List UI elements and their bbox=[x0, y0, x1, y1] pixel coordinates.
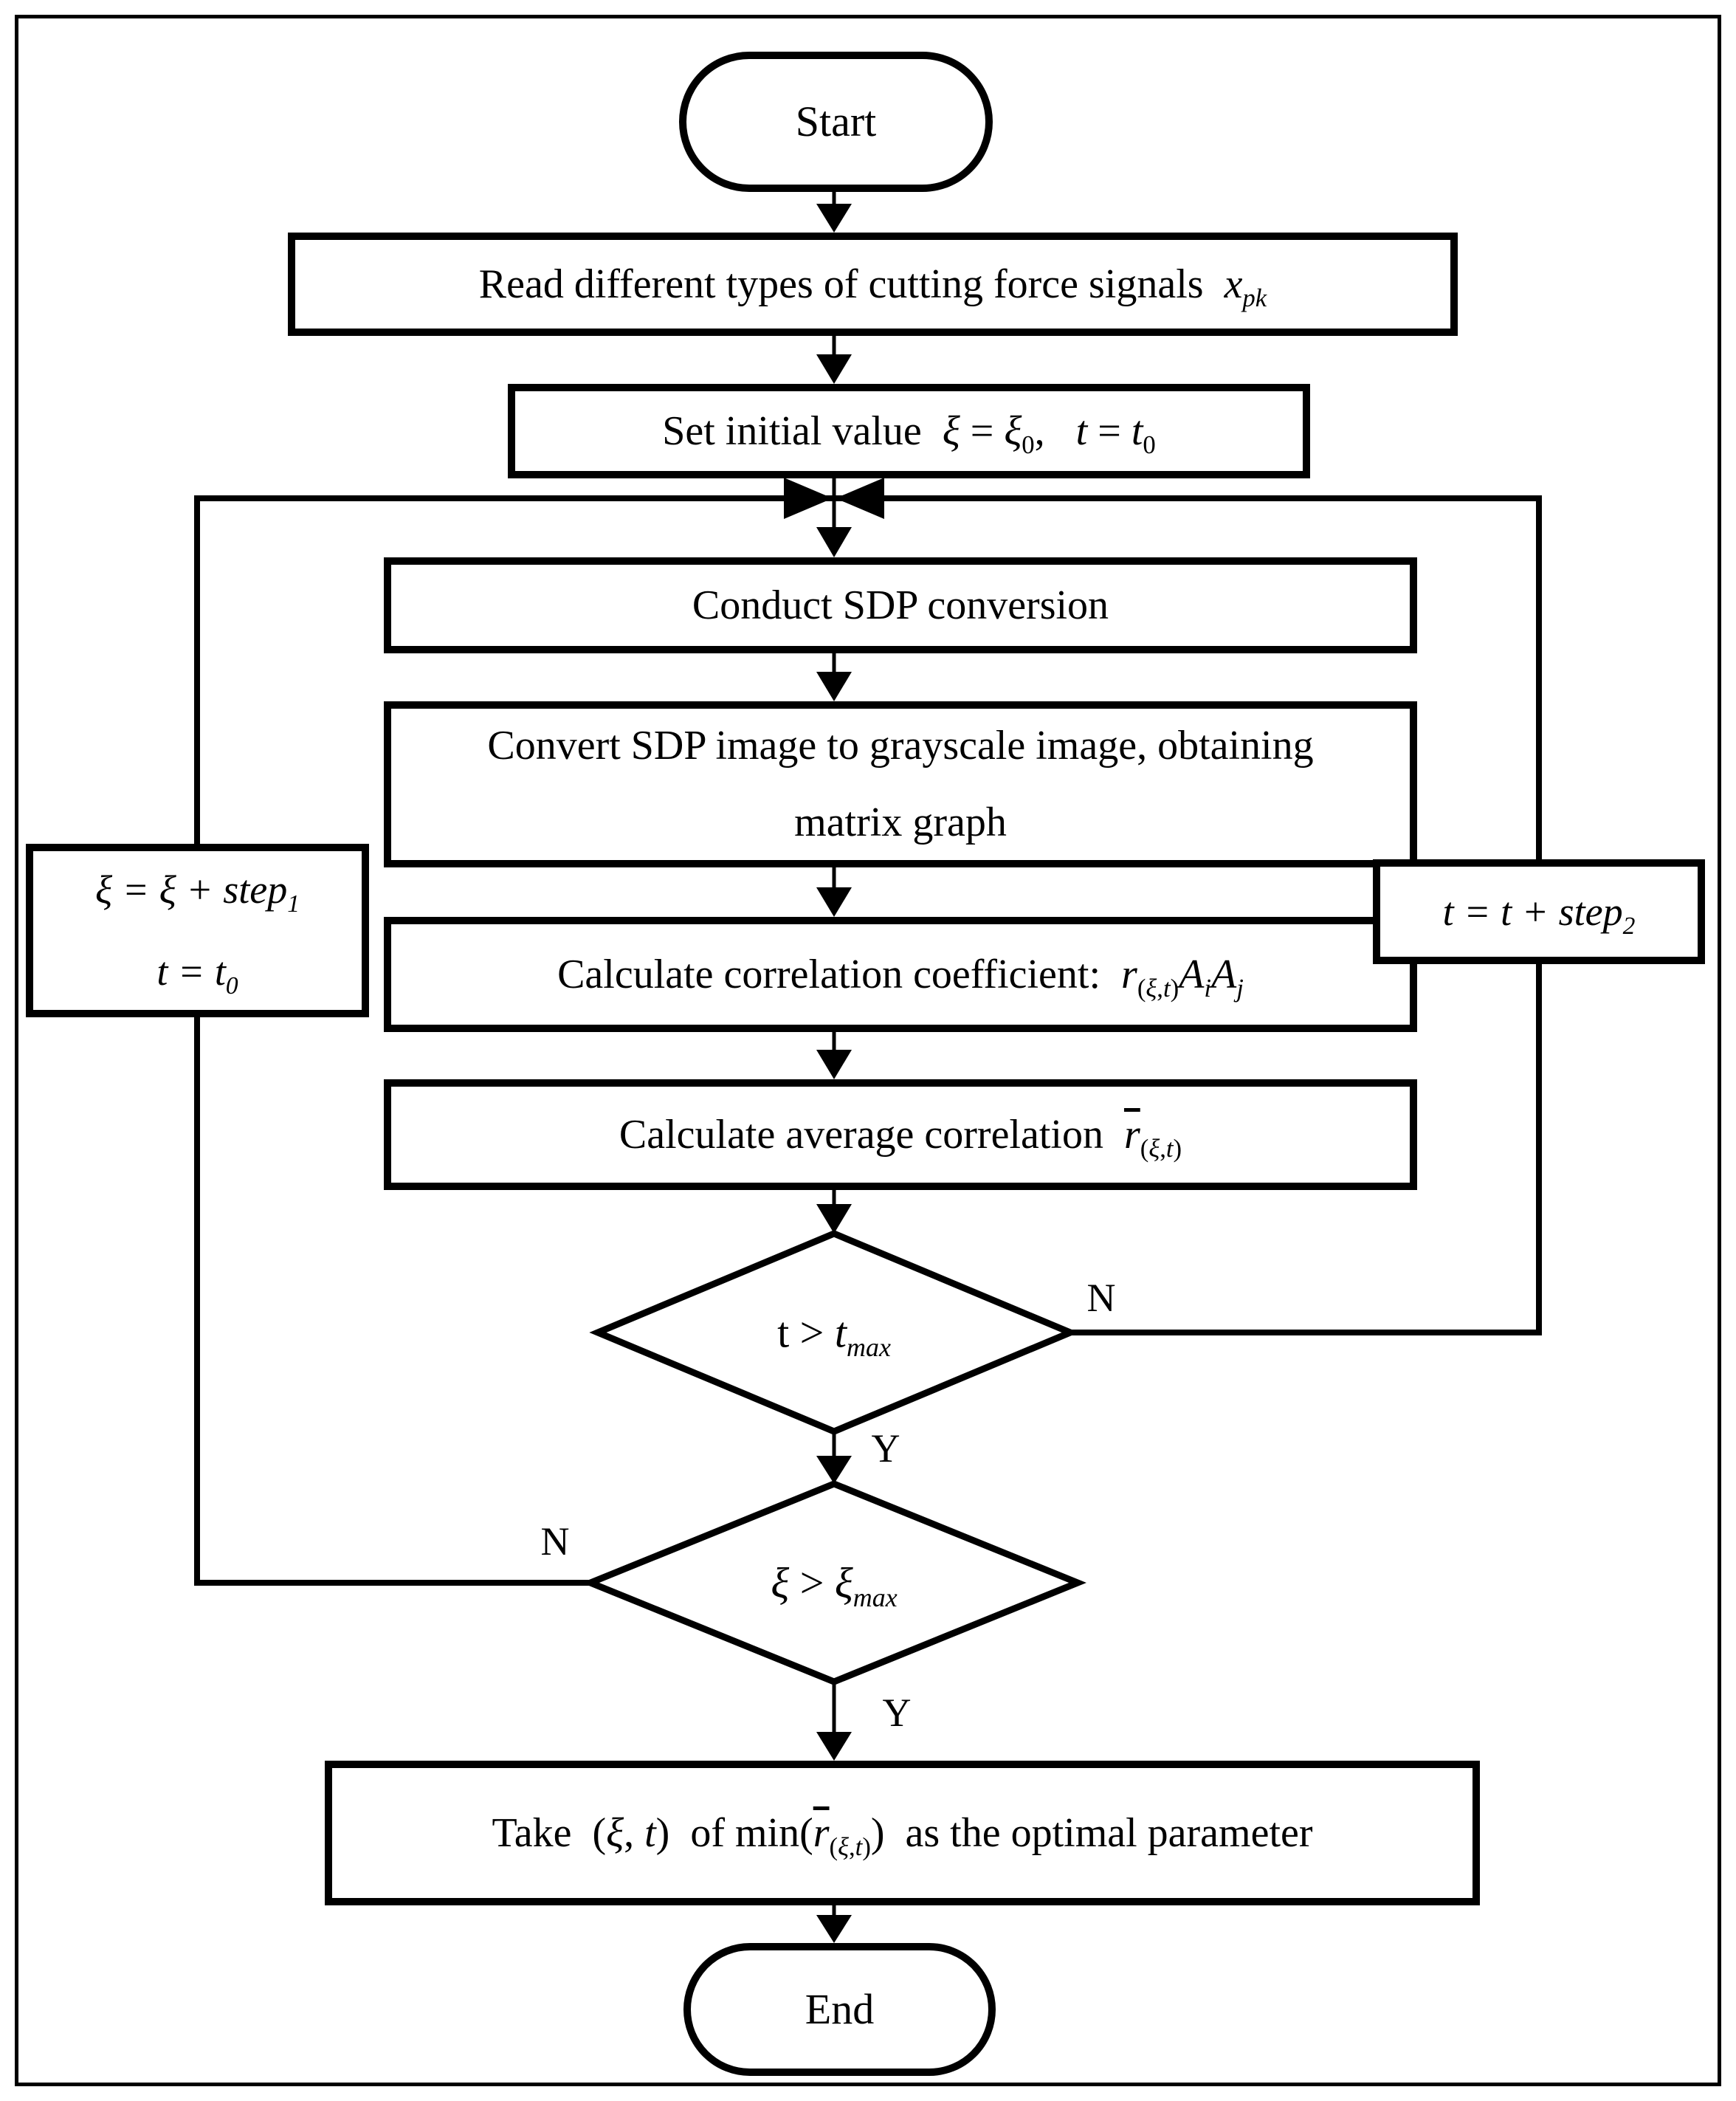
decision-xi-yes-label: Y bbox=[882, 1691, 912, 1735]
update-t-label: t = t + step2 bbox=[1442, 889, 1636, 940]
arrowhead-read-set bbox=[816, 354, 852, 384]
calc-correlation-label: Calculate correlation coefficient: r(ξ,t… bbox=[557, 952, 1244, 1003]
start-label: Start bbox=[795, 97, 877, 145]
decision-xi-no-label: N bbox=[540, 1519, 570, 1564]
arrowhead-junction-left bbox=[784, 478, 833, 519]
arrowhead-yes-branch-t bbox=[816, 1456, 852, 1484]
decision-t-yes-label: Y bbox=[871, 1426, 900, 1471]
conduct-sdp-node: Conduct SDP conversion bbox=[384, 557, 1417, 653]
figure-border bbox=[15, 15, 1721, 2086]
end-node: End bbox=[683, 1943, 996, 2076]
read-signals-label: Read different types of cutting force si… bbox=[478, 261, 1267, 313]
decision-xi-label: ξ > ξmax bbox=[771, 1558, 898, 1613]
arrowhead-start-read bbox=[816, 204, 852, 233]
update-xi-node: ξ = ξ + step1 t = t0 bbox=[26, 844, 369, 1017]
arrowhead-corr-avg bbox=[816, 1050, 852, 1079]
edge-no-branch-xi-feedback bbox=[194, 495, 833, 1586]
convert-grayscale-label: Convert SDP image to grayscale image, ob… bbox=[487, 722, 1314, 845]
end-label: End bbox=[805, 1984, 875, 2033]
update-xi-line2: t = t0 bbox=[156, 949, 238, 1000]
arrowhead-junction-right bbox=[836, 478, 884, 519]
arrowhead-convert-corr bbox=[816, 887, 852, 917]
decision-t-label: t > tmax bbox=[777, 1308, 891, 1363]
take-optimal-label: Take (ξ, t) of min(r(ξ,t)) as the optima… bbox=[492, 1810, 1313, 1862]
calc-average-node: Calculate average correlation r(ξ,t) bbox=[384, 1079, 1417, 1190]
set-initial-node: Set initial value ξ = ξ0, t = t0 bbox=[508, 384, 1310, 478]
update-xi-line1: ξ = ξ + step1 bbox=[95, 867, 300, 918]
take-optimal-node: Take (ξ, t) of min(r(ξ,t)) as the optima… bbox=[325, 1761, 1480, 1905]
arrowhead-conduct-convert bbox=[816, 672, 852, 701]
start-node: Start bbox=[679, 52, 993, 192]
conduct-sdp-label: Conduct SDP conversion bbox=[692, 582, 1109, 628]
update-t-node: t = t + step2 bbox=[1373, 859, 1705, 964]
decision-t-no-label: N bbox=[1086, 1276, 1116, 1320]
calc-average-label: Calculate average correlation r(ξ,t) bbox=[619, 1112, 1182, 1163]
convert-grayscale-node: Convert SDP image to grayscale image, ob… bbox=[384, 701, 1417, 867]
arrowhead-avg-decision-t bbox=[816, 1204, 852, 1234]
set-initial-label: Set initial value ξ = ξ0, t = t0 bbox=[662, 408, 1156, 460]
arrowhead-set-conduct bbox=[816, 527, 852, 557]
arrowhead-yes-branch-xi bbox=[816, 1732, 852, 1761]
arrowhead-take-end bbox=[816, 1915, 852, 1943]
calc-correlation-node: Calculate correlation coefficient: r(ξ,t… bbox=[384, 917, 1417, 1032]
read-signals-node: Read different types of cutting force si… bbox=[288, 233, 1458, 336]
